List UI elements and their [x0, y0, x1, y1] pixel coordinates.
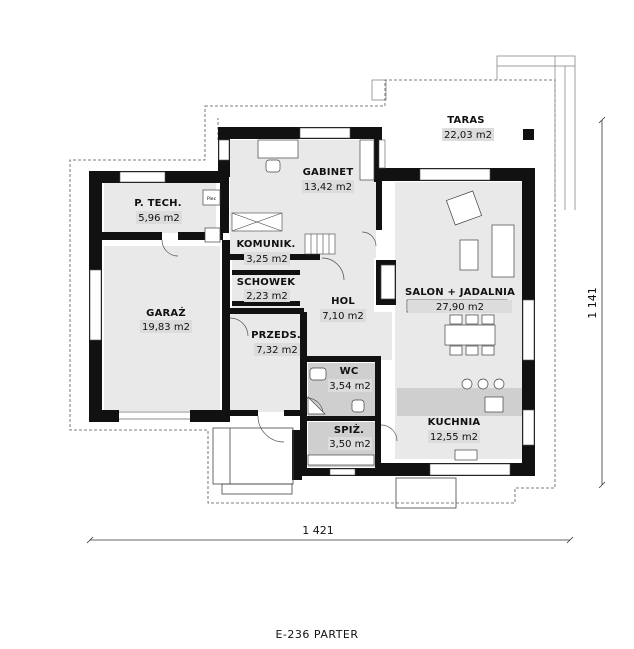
- room-area-schowek: 2,23 m2: [246, 291, 288, 302]
- dimension-width-label: 1 421: [302, 524, 334, 537]
- dimension-height: [598, 116, 606, 489]
- plan-caption: E-236 PARTER: [275, 628, 358, 641]
- terrace: [371, 55, 576, 210]
- room-area-spiz: 3,50 m2: [329, 439, 371, 450]
- room-area-przeds: 7,32 m2: [256, 345, 298, 356]
- garage-door: [119, 411, 190, 420]
- room-area-wc: 3,54 m2: [329, 381, 371, 392]
- room-area-komunik: 3,25 m2: [246, 254, 288, 265]
- room-labels: TARAS 22,03 m2 GABINET 13,42 m2 P. TECH.…: [134, 115, 515, 450]
- room-name-kuchnia: KUCHNIA: [428, 417, 481, 428]
- dimension-height-label: 1 141: [586, 287, 599, 319]
- stairs: [231, 212, 336, 255]
- room-name-przeds: PRZEDS.: [251, 330, 301, 341]
- terrace-column: [523, 129, 534, 140]
- room-area-taras: 22,03 m2: [444, 130, 492, 141]
- room-area-hol: 7,10 m2: [322, 311, 364, 322]
- room-name-garaz: GARAŻ: [146, 305, 186, 319]
- room-area-kuchnia: 12,55 m2: [430, 432, 478, 443]
- room-name-wc: WC: [340, 366, 359, 377]
- room-name-gabinet: GABINET: [303, 167, 354, 178]
- room-name-taras: TARAS: [447, 115, 484, 126]
- dimension-width: [86, 536, 574, 544]
- room-area-ptech: 5,96 m2: [138, 213, 180, 224]
- windows: [89, 127, 535, 476]
- room-name-spiz: SPIŻ.: [334, 422, 364, 436]
- entrance-porch: [212, 427, 457, 509]
- room-name-salon: SALON + JADALNIA: [405, 287, 515, 298]
- furnace-label: Piec: [207, 196, 217, 202]
- room-name-komunik: KOMUNIK.: [236, 239, 295, 250]
- room-name-ptech: P. TECH.: [134, 198, 182, 209]
- room-area-garaz: 19,83 m2: [142, 322, 190, 333]
- room-name-schowek: SCHOWEK: [237, 277, 296, 288]
- room-name-hol: HOL: [331, 296, 355, 307]
- room-area-salon: 27,90 m2: [436, 302, 484, 313]
- room-area-gabinet: 13,42 m2: [304, 182, 352, 193]
